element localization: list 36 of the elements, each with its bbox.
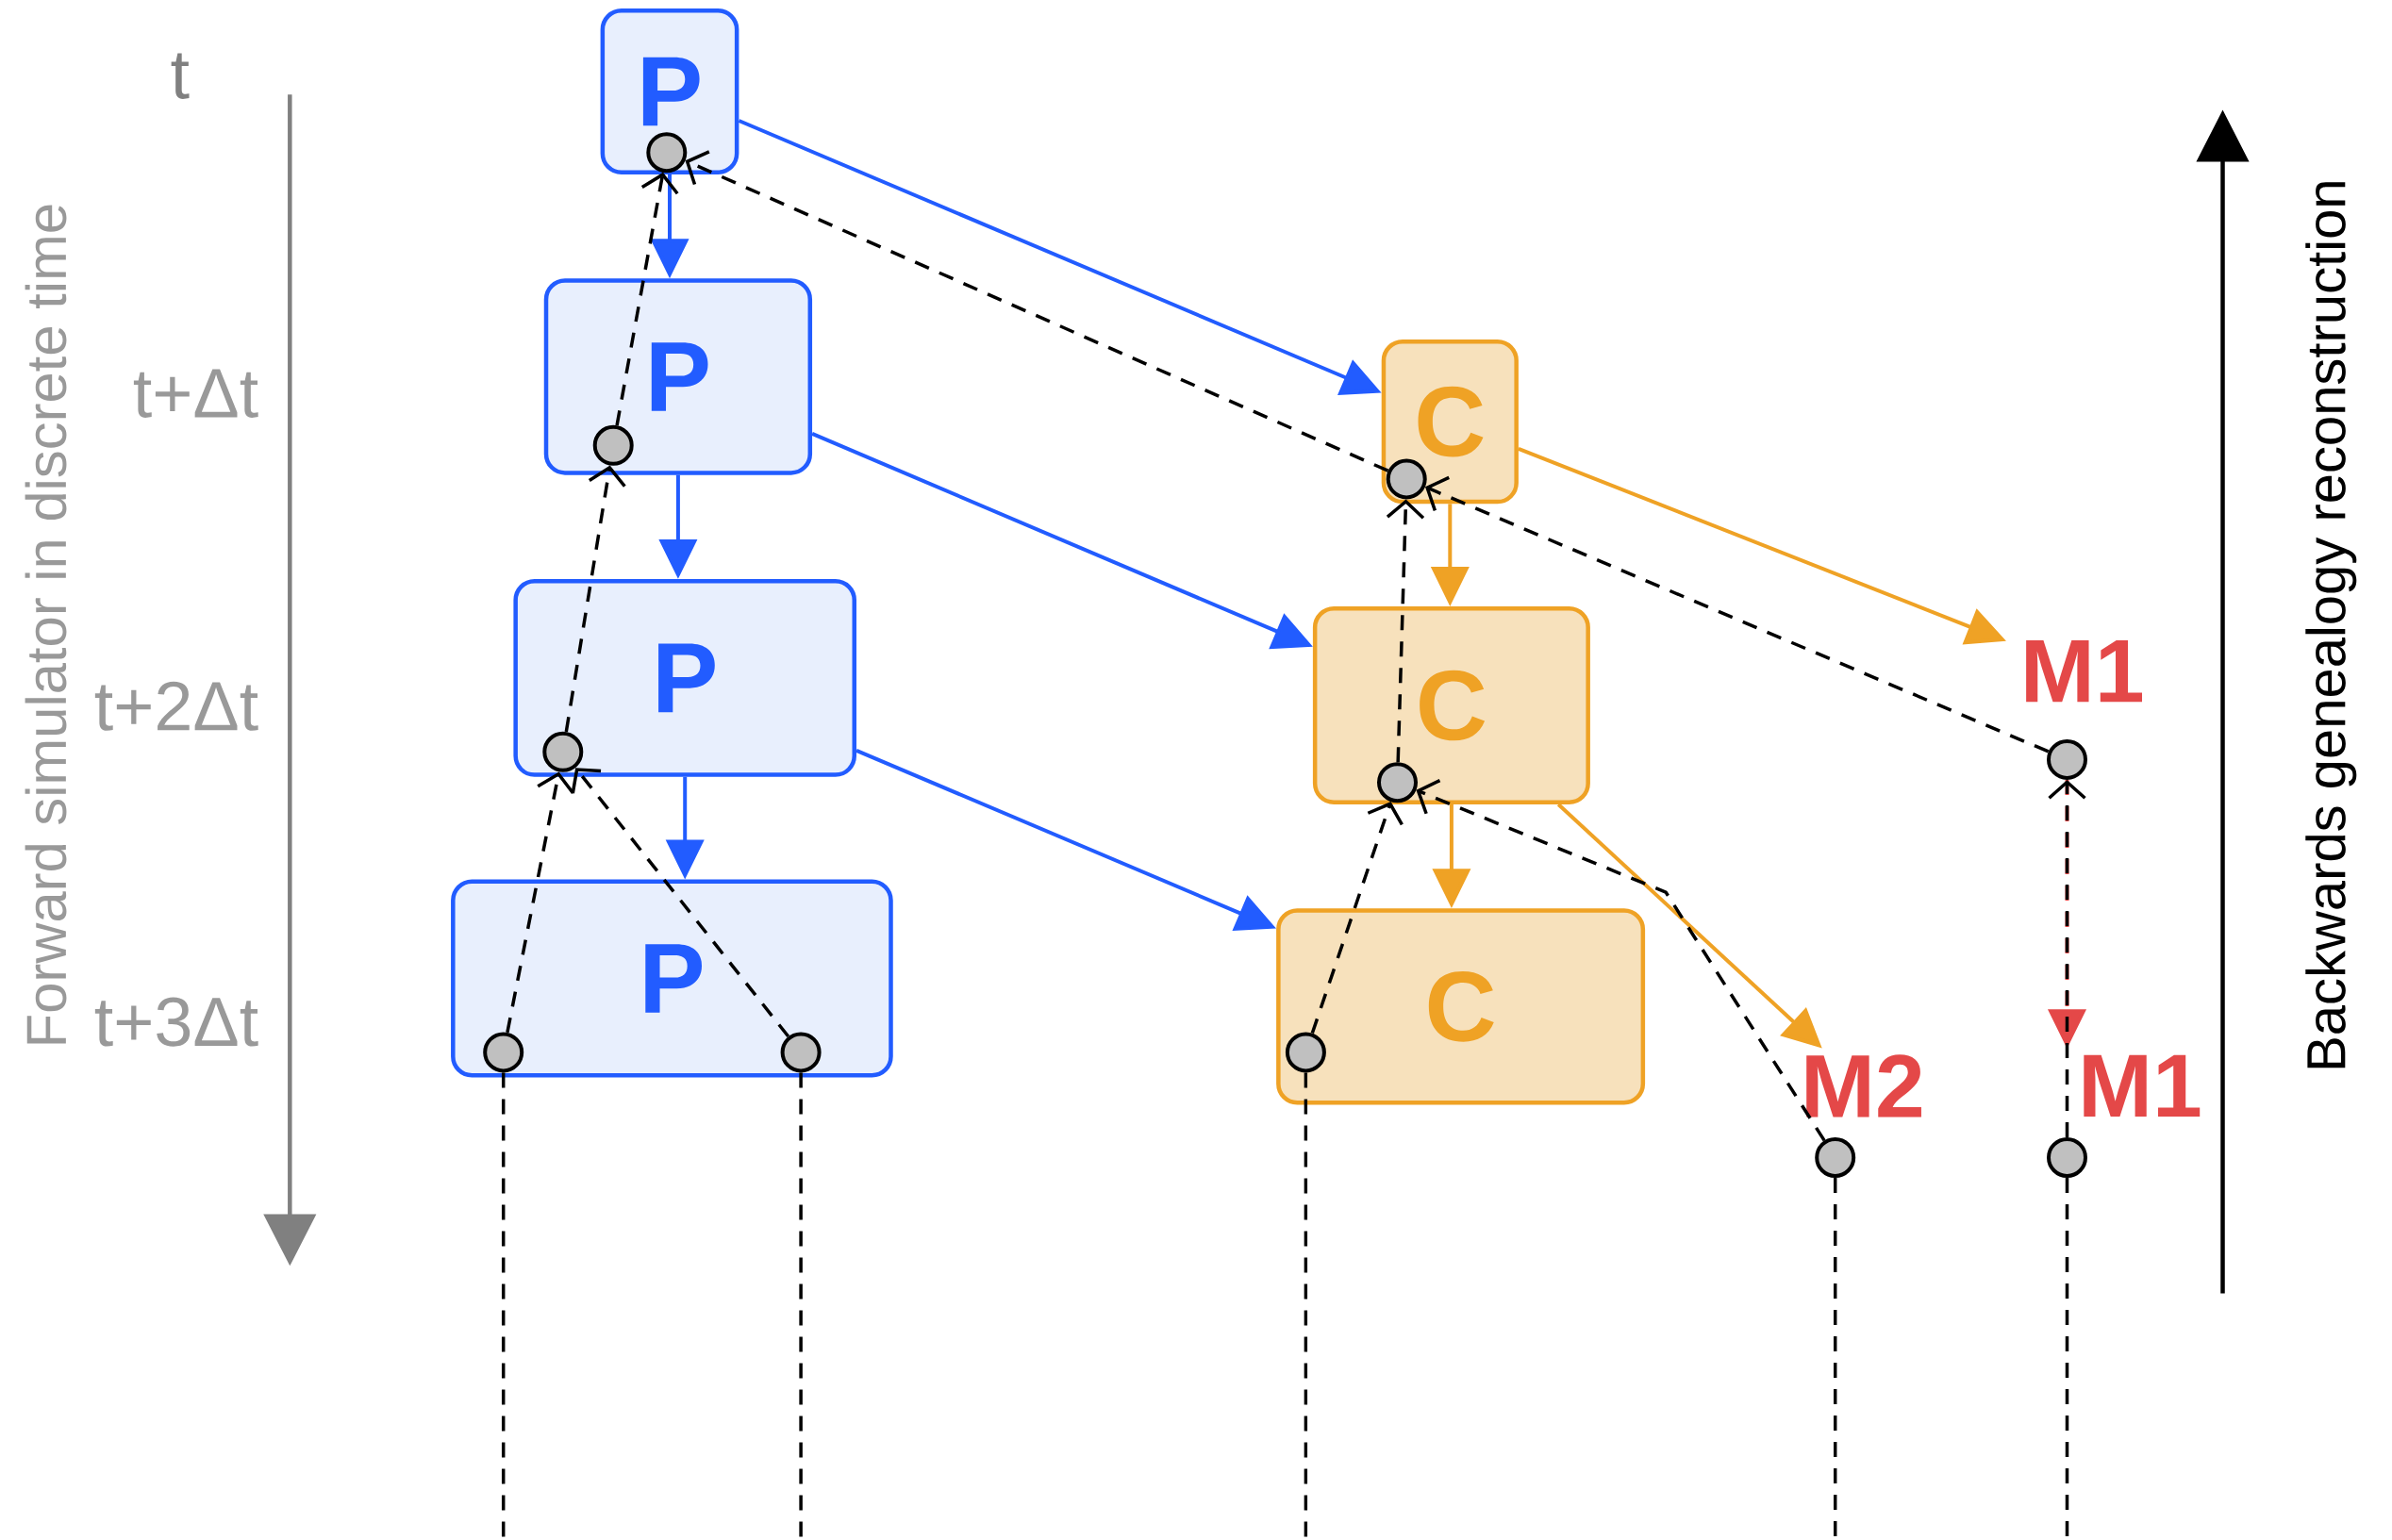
rounded-box: P [543,278,813,475]
axis-label: t+3Δt [94,997,258,1047]
axis-label: Backwards genealogy reconstruction [2305,181,2357,1068]
circle-marker [1386,458,1427,500]
circle-marker [2047,1136,2087,1178]
axis-label: t+2Δt [94,681,258,731]
rounded-box: C [1276,908,1646,1105]
node-label: M2 [1806,1054,1921,1118]
circle-marker [780,1032,822,1073]
circle-marker [646,131,688,173]
arrow [615,172,679,426]
circle-marker [2047,738,2087,780]
arrow [506,771,574,1033]
circle-marker [542,731,584,772]
rounded-box: C [1381,339,1519,505]
circle-marker [1285,1032,1326,1073]
arrow [564,465,626,733]
circle-marker [483,1032,524,1073]
arrow [1310,801,1404,1034]
rounded-box: C [1312,605,1590,804]
rounded-box: P [513,578,856,777]
arrow [1425,475,2050,753]
axis-label: t+Δt [133,369,258,418]
arrow [685,149,1389,472]
rounded-box: P [600,8,739,174]
arrow [1386,499,1425,762]
circle-marker [592,424,634,466]
arrow [1416,778,1826,1142]
node-label: M1 [2026,639,2142,702]
axis-label: t [171,53,190,99]
rounded-box: P [451,879,893,1078]
arrow [2048,779,2086,1137]
circle-marker [1815,1136,1856,1178]
node-label: M1 [2084,1054,2201,1117]
axis-label: Forward simulator in discrete time [25,205,67,1044]
arrow [571,767,790,1037]
